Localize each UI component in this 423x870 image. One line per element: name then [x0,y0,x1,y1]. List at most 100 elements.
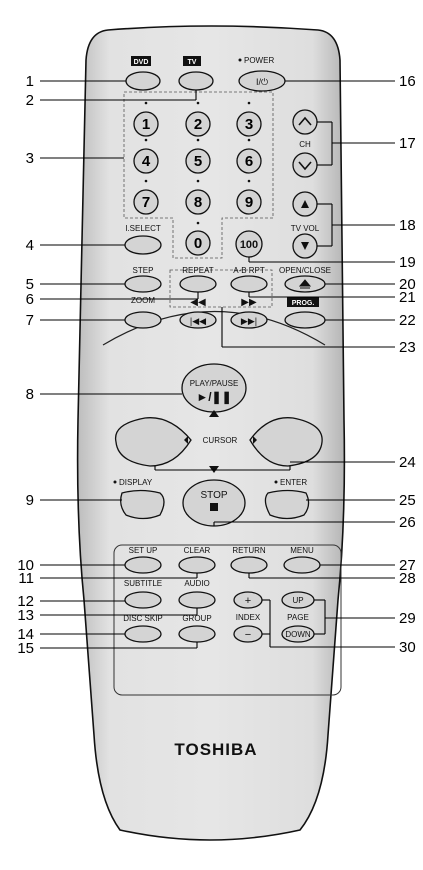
callout-5: 5 [26,276,34,293]
play-pause-icon: ►/❚❚ [196,390,231,405]
callout-3: 3 [26,150,34,167]
callout-27: 27 [399,557,416,574]
subtitle-button[interactable] [124,591,162,609]
numpad-group-box [123,91,274,259]
skip-back-button[interactable] [179,311,217,329]
callout-25: 25 [399,492,416,509]
digit-5-label: 5 [194,153,202,170]
callouts-left: 1 2 3 4 5 6 7 8 9 10 11 12 13 14 15 [17,73,34,657]
callout-26: 26 [399,514,416,531]
cursor-label: CURSOR [203,436,238,445]
rewind-icon: ◀◀ [190,297,206,308]
cursor-right-icon [253,436,257,444]
setup-button[interactable] [124,556,162,574]
cursor-right-button[interactable] [249,417,323,467]
callout-28: 28 [399,570,416,587]
callout-30: 30 [399,639,416,656]
digit-9-label: 9 [245,194,253,211]
digit-3-label: 3 [245,116,253,133]
digit-1-button[interactable] [133,111,159,137]
ab-rpt-button[interactable] [230,275,268,293]
callout-11: 11 [18,570,34,587]
digit-4-button[interactable] [133,148,159,174]
display-button[interactable] [120,489,165,520]
prog-tag [287,297,319,307]
digit-7-label: 7 [142,194,150,211]
disc-skip-label: DISC SKIP [123,614,163,623]
page-down-label: DOWN [285,630,311,639]
digit-0-dot [196,221,200,225]
setup-label: SET UP [129,546,158,555]
enter-button[interactable] [264,489,310,520]
enter-dot [274,480,278,484]
prog-button[interactable] [284,311,326,329]
digit-2-button[interactable] [185,111,211,137]
numpad: 1 2 3 4 5 6 7 8 9 0 [133,101,262,256]
digit-0-label: 0 [194,235,202,252]
callout-20: 20 [399,276,416,293]
digit-1-label: 1 [142,116,150,133]
i-select-label: I.SELECT [125,224,161,233]
digit-8-button[interactable] [185,189,211,215]
dvd-tag-label: DVD [134,59,149,66]
callout-24: 24 [399,454,416,471]
callout-23: 23 [399,339,416,356]
callout-19: 19 [399,254,416,271]
triangle-up-icon [301,200,309,208]
return-button[interactable] [230,556,268,574]
i-select-button[interactable] [124,235,162,255]
eject-icon [298,279,312,289]
callout-13: 13 [17,607,34,624]
digit-7-dot [144,179,148,183]
disc-skip-button[interactable] [124,625,162,643]
callout-21: 21 [399,289,416,306]
digit-9-button[interactable] [236,189,262,215]
digit-6-dot [247,138,251,142]
digit-1-dot [144,101,148,105]
zoom-button[interactable] [124,311,162,329]
digit-5-button[interactable] [185,148,211,174]
chevron-up-icon [298,116,312,126]
play-pause-button[interactable] [181,363,247,413]
digit-3-button[interactable] [236,111,262,137]
ch-down-button[interactable] [292,152,318,178]
group-button[interactable] [178,625,216,643]
digit-4-label: 4 [142,153,151,170]
repeat-label: REPEAT [182,266,214,275]
digit-8-dot [196,179,200,183]
dvd-button[interactable] [125,71,161,91]
ch-label: CH [299,140,311,149]
page-label: PAGE [287,613,309,622]
fast-forward-icon: ▶▶ [241,297,257,308]
digit-6-button[interactable] [236,148,262,174]
skip-forward-button[interactable] [230,311,268,329]
callout-16: 16 [399,73,416,90]
display-label: DISPLAY [119,478,153,487]
audio-button[interactable] [178,591,216,609]
menu-button[interactable] [283,556,321,574]
menu-label: MENU [290,546,314,555]
tv-tag [183,56,201,66]
callout-22: 22 [399,312,416,329]
tv-button[interactable] [178,71,214,91]
brand-logo: TOSHIBA [174,740,257,759]
leader-lines [40,80,395,649]
callout-15: 15 [17,640,34,657]
callouts-right: 16 17 18 19 20 21 22 23 24 25 26 27 28 2… [399,73,416,656]
subtitle-label: SUBTITLE [124,579,162,588]
cursor-left-button[interactable] [114,417,192,467]
digit-7-button[interactable] [133,189,159,215]
repeat-button[interactable] [179,275,217,293]
ch-up-button[interactable] [292,109,318,135]
digit-100-label: 100 [240,239,258,251]
clear-button[interactable] [178,556,216,574]
cursor-up-icon [209,410,219,417]
digit-0-button[interactable] [185,230,211,256]
callout-14: 14 [17,626,34,643]
step-button[interactable] [124,275,162,293]
callout-9: 9 [26,492,34,509]
group-label: GROUP [182,614,211,623]
chevron-down-icon [298,161,312,171]
power-symbol: I/⏻ [256,77,268,87]
